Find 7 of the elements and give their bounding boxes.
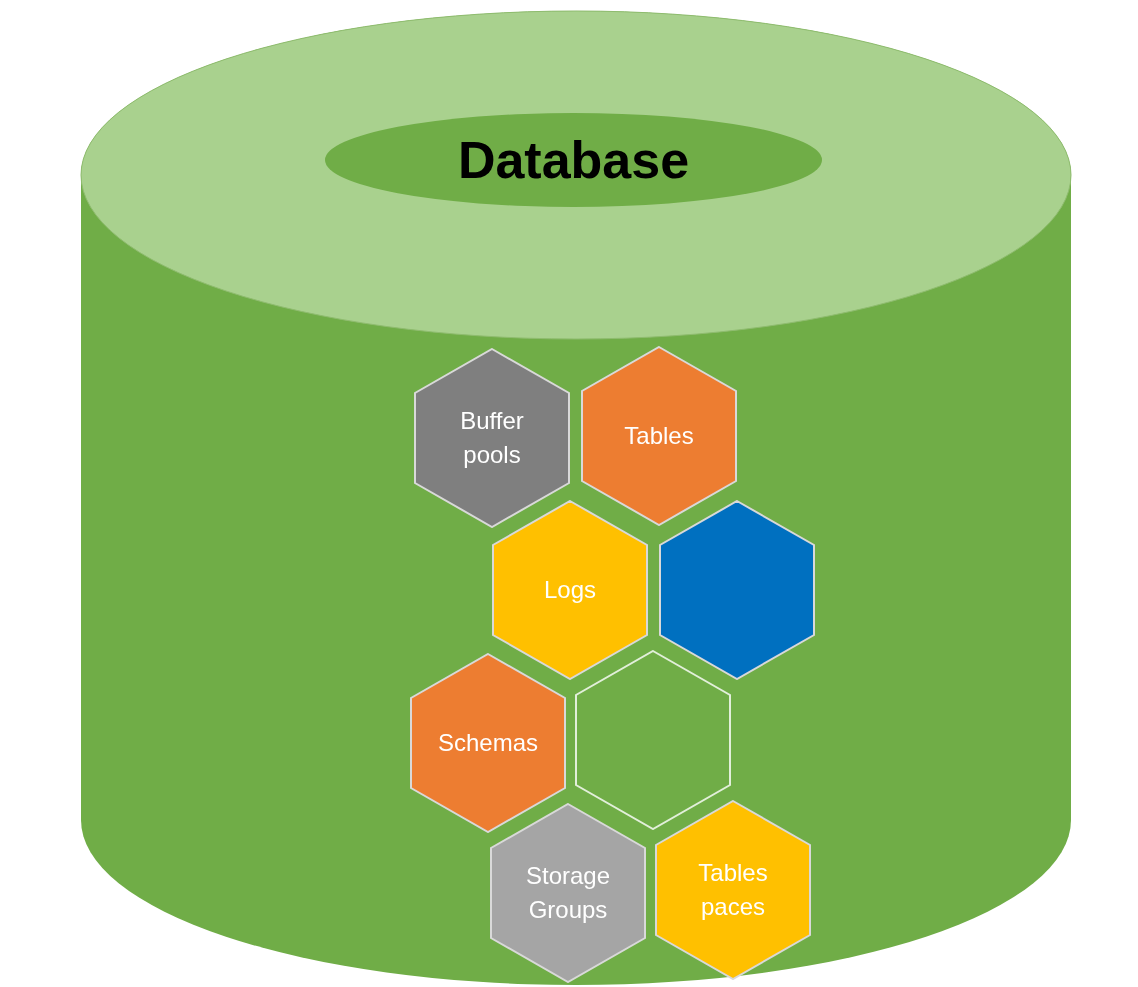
- hexagon-label: Tables paces: [697, 858, 769, 922]
- hexagon-label: Tables: [624, 421, 694, 451]
- hexagon-label: Storage Groups: [524, 861, 612, 925]
- hexagon-label: Buffer pools: [459, 406, 525, 470]
- hexagon-label: Logs: [543, 575, 596, 605]
- hexagon-label: Schemas: [437, 728, 538, 758]
- database-title: Database: [457, 134, 690, 186]
